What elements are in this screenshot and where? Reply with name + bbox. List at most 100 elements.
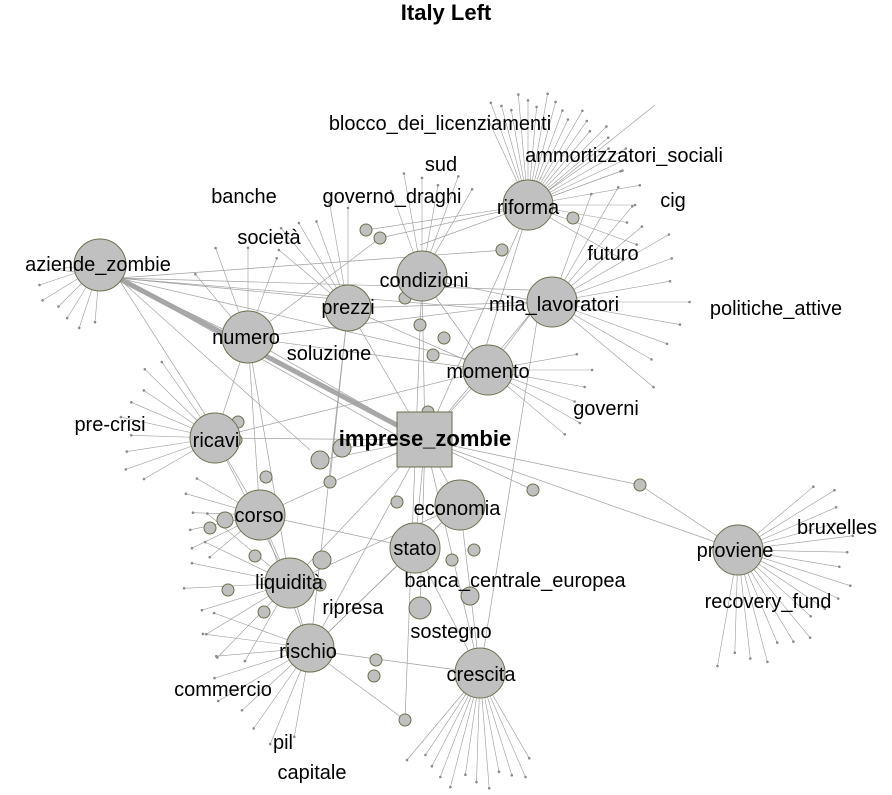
- small-node: [369, 653, 383, 667]
- leaf-node: [268, 742, 272, 746]
- leaf-node: [142, 477, 146, 481]
- small-node: [526, 483, 540, 497]
- small-node: [312, 550, 332, 570]
- leaf-node: [590, 192, 593, 196]
- leaf-node: [212, 611, 216, 615]
- leaf-node: [160, 360, 164, 364]
- leaf-node: [277, 248, 281, 252]
- edge: [247, 337, 489, 371]
- leaf-node: [733, 651, 737, 654]
- leaf-node: [402, 172, 406, 175]
- leaf-node: [583, 385, 586, 389]
- edge: [477, 204, 531, 373]
- label-numero: numero: [212, 327, 280, 349]
- leaf-node: [279, 227, 283, 230]
- small-node: [257, 605, 271, 619]
- edge: [117, 249, 506, 279]
- small-node: [323, 475, 337, 489]
- label-soluzione: soluzione: [287, 343, 372, 365]
- leaf-node: [808, 636, 812, 639]
- edge: [329, 307, 349, 481]
- leaf-node: [619, 170, 622, 173]
- leaf-node: [652, 385, 655, 389]
- edge: [247, 337, 261, 516]
- leaf-node: [588, 129, 592, 133]
- edge: [117, 277, 503, 311]
- leaf-node: [833, 522, 837, 525]
- node-economia: [434, 479, 486, 531]
- leaf-node: [182, 587, 186, 590]
- leaf-node: [39, 268, 42, 272]
- small-node: [437, 331, 451, 345]
- small-node: [460, 586, 480, 606]
- small-node: [390, 495, 404, 509]
- leaf-node: [195, 477, 199, 480]
- leaf-node: [41, 299, 44, 302]
- label-riforma: riforma: [497, 197, 560, 219]
- leaf-node: [208, 555, 211, 559]
- small-node: [373, 231, 387, 245]
- leaf-node: [57, 305, 60, 308]
- leaf-node: [206, 512, 209, 515]
- node-ricavi: [189, 412, 241, 464]
- leaf-node: [464, 773, 467, 776]
- leaf-node: [191, 511, 195, 514]
- small-node: [408, 596, 432, 620]
- small-node: [259, 470, 273, 484]
- label-corso: corso: [235, 505, 284, 527]
- leaf-node: [240, 709, 244, 712]
- label-banca-centrale-europea: banca_centrale_europea: [404, 570, 626, 592]
- edge: [259, 514, 416, 549]
- leaf-node: [497, 770, 501, 773]
- small-node: [633, 478, 647, 492]
- small-node: [495, 243, 509, 257]
- edge: [117, 277, 346, 301]
- leaf-node: [563, 433, 566, 436]
- small-node: [203, 521, 217, 535]
- leaf-node: [638, 184, 642, 187]
- leaf-node: [436, 183, 440, 187]
- node-numero: [221, 310, 275, 364]
- leaf-node: [834, 506, 838, 509]
- node-crescita: [454, 647, 506, 699]
- leaf-node: [849, 584, 852, 587]
- label-proviene: proviene: [697, 540, 774, 562]
- edge: [309, 439, 426, 651]
- label-politiche-attive: politiche_attive: [710, 298, 842, 320]
- label-pre-crisi: pre-crisi: [74, 414, 145, 436]
- small-node: [248, 549, 262, 563]
- edge: [247, 337, 291, 584]
- edge: [529, 104, 656, 206]
- edge: [117, 277, 311, 451]
- label-governi: governi: [573, 398, 639, 420]
- leaf-node: [554, 100, 557, 104]
- leaf-node: [129, 434, 133, 437]
- edge: [404, 277, 423, 721]
- leaf-node: [203, 540, 207, 544]
- label-condizioni: condizioni: [380, 270, 469, 292]
- edge: [117, 277, 471, 361]
- leaf-node: [346, 206, 350, 210]
- leaf-node: [578, 421, 582, 425]
- node-aziende-zombie: [73, 238, 127, 292]
- leaf-node: [688, 300, 691, 304]
- leaf-node: [546, 92, 549, 96]
- leaf-node: [667, 233, 671, 236]
- node-proviene: [712, 524, 764, 576]
- leaf-node: [143, 368, 147, 371]
- node-prezzi: [324, 284, 372, 332]
- leaf-node: [216, 699, 220, 703]
- leaf-node: [65, 316, 69, 320]
- edge: [424, 204, 531, 441]
- leaf-node: [792, 640, 795, 643]
- leaf-node: [836, 597, 840, 600]
- leaf-node: [775, 641, 779, 644]
- leaf-node: [573, 400, 576, 403]
- leaf-node: [213, 676, 216, 680]
- leaf-node: [678, 323, 682, 326]
- label-rischio: rischio: [279, 641, 337, 663]
- leaf-node: [489, 101, 493, 105]
- leaf-node: [650, 358, 653, 361]
- leaf-node: [328, 202, 331, 205]
